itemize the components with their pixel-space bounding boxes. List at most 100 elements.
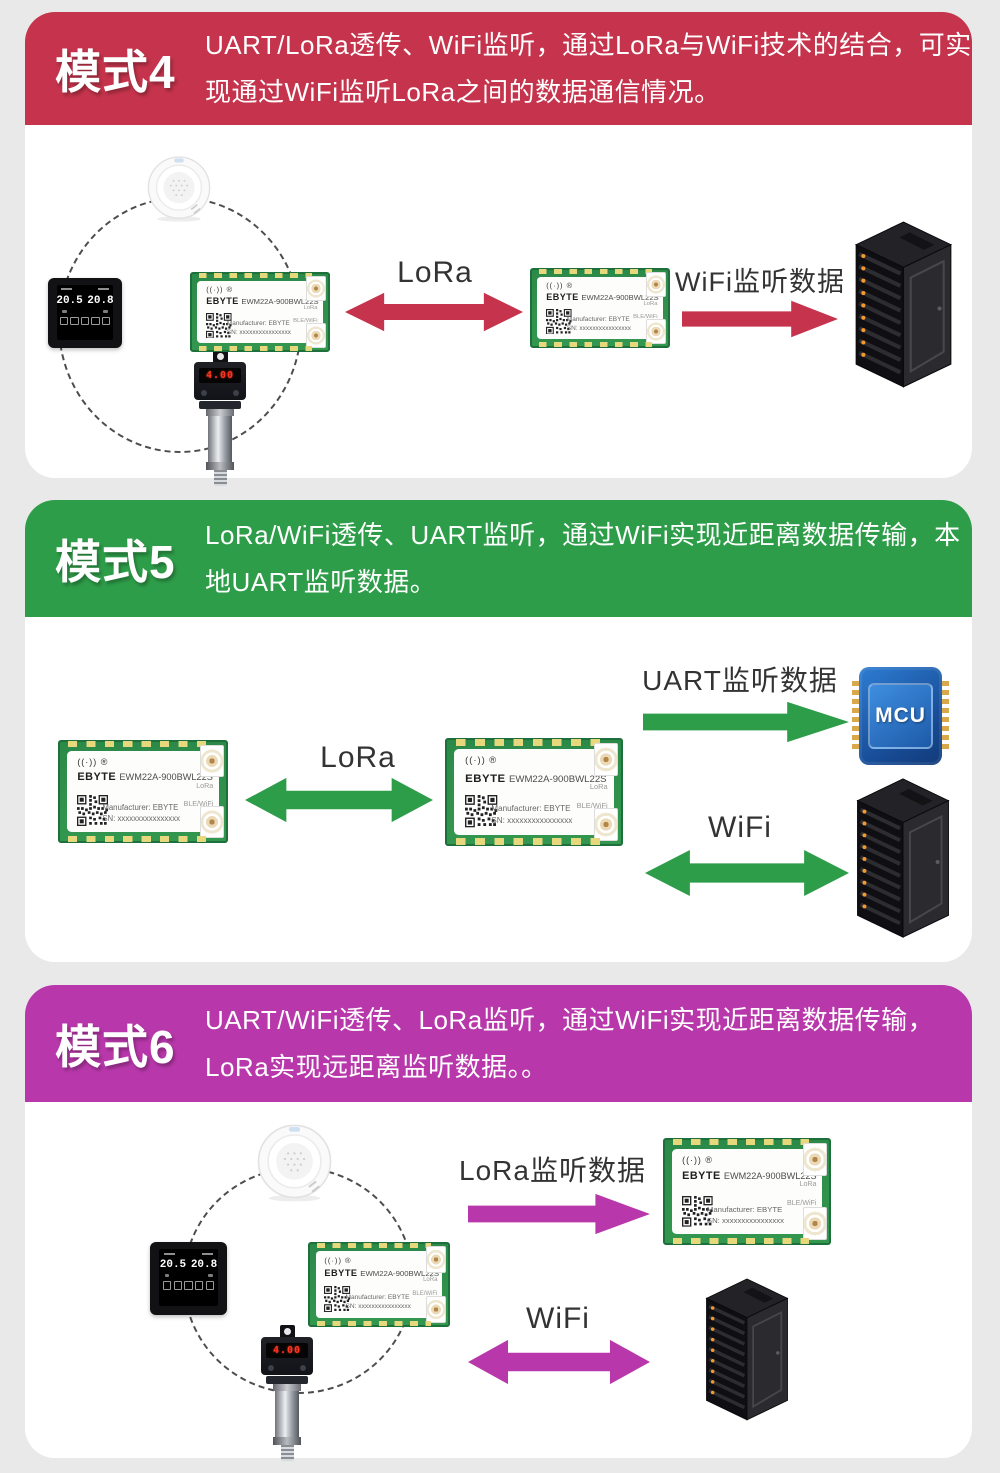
lora-module-4: ((·)) ® EBYTE EWM22A-900BWL22S Manufactu… [445,738,623,846]
thermostat-icon-row [159,1271,218,1278]
mode5-description: LoRa/WiFi透传、UART监听，通过WiFi实现近距离数据传输，本地UAR… [205,519,961,597]
thermostat: 20.5 20.8 [48,278,122,348]
manufacturer-text: Manufacturer: EBYTE [345,1293,410,1301]
lora-module-5: ((·)) ® EBYTE EWM22A-900BWL22S Manufactu… [308,1242,450,1327]
lora-link-label: LoRa [320,741,396,774]
manufacturer-text: Manufacturer: EBYTE [491,804,571,814]
ufl-connector-icon [199,806,224,839]
antenna-logo-icon: ((·)) ® [324,1255,352,1265]
manufacturer-text: Manufacturer: EBYTE [102,803,179,813]
manufacturer-text: Manufacturer: EBYTE [226,319,290,327]
temp-left: 20.5 [56,294,83,307]
module-info: Manufacturer: EBYTE SN: xxxxxxxxxxxxxxxx [102,802,180,825]
module-info: Manufacturer: EBYTE SN: xxxxxxxxxxxxxxxx [227,319,291,338]
module-title-row: EBYTE EWM22A-900BWL22S [206,296,318,307]
ufl-connector-icon [646,318,666,344]
server-rack [703,1277,791,1427]
mode5-banner: 模式5 LoRa/WiFi透传、UART监听，通过WiFi实现近距离数据传输，本… [25,500,972,617]
mode4-diagram: 20.5 20.8 4.00 ((·)) ® EBYTE EWM22A-900B… [25,125,972,486]
mcu-label: MCU [875,704,926,727]
antenna-logo-icon: ((·)) ® [682,1155,713,1166]
lora-arrow [468,1193,650,1235]
module-info: Manufacturer: EBYTE SN: xxxxxxxxxxxxxxxx [491,803,572,827]
antenna-logo-icon: ((·)) ® [77,756,109,767]
section-mode6: 模式6 UART/WiFi透传、LoRa监听，通过WiFi实现近距离数据传输，L… [25,985,972,1461]
ufl-connector-icon [646,272,666,298]
mcu-die [867,682,934,750]
pressure-sensor: 4.00 [259,1325,315,1461]
mode5-title: 模式5 [55,535,176,588]
lora-antenna-label: LoRa [423,1276,438,1283]
temp-right: 20.8 [190,1259,218,1272]
lora-antenna-label: LoRa [643,300,658,307]
model-text: EWM22A-900BWL22S [119,772,213,783]
thermostat-temps: 20.5 20.8 [159,1259,218,1271]
thermostat-status-row [57,285,113,291]
module-title-row: EBYTE EWM22A-900BWL22S [546,292,658,303]
module-info: Manufacturer: EBYTE SN: xxxxxxxxxxxxxxxx [707,1204,784,1226]
uart-arrow [643,701,849,743]
lora-module-6: ((·)) ® EBYTE EWM22A-900BWL22S Manufactu… [663,1138,831,1245]
ufl-connector-icon [426,1296,446,1323]
sn-text: SN: xxxxxxxxxxxxxxxx [345,1303,411,1311]
ufl-connector-icon [306,276,326,302]
lora-antenna-label: LoRa [303,304,318,311]
wifi-monitor-label: WiFi监听数据 [675,267,845,297]
blewifi-antenna-label: BLE/WiFi [183,799,214,808]
sn-text: SN: xxxxxxxxxxxxxxxx [491,816,573,826]
ufl-connector-icon [803,1207,827,1240]
lora-antenna-label: LoRa [589,781,608,791]
sn-text: SN: xxxxxxxxxxxxxxxx [706,1215,784,1225]
pressure-sensor: 4.00 [192,350,248,486]
module-label: ((·)) ® EBYTE EWM22A-900BWL22S Manufactu… [315,1251,443,1318]
mode4-banner: 模式4 UART/LoRa透传、WiFi监听，通过LoRa与WiFi技术的结合，… [25,12,972,125]
module-info: Manufacturer: EBYTE SN: xxxxxxxxxxxxxxxx [346,1293,411,1312]
module-info: Manufacturer: EBYTE SN: xxxxxxxxxxxxxxxx [567,315,631,334]
sn-text: SN: xxxxxxxxxxxxxxxx [102,814,181,824]
lora-antenna-label: LoRa [799,1181,817,1189]
blewifi-antenna-label: BLE/WiFi [633,314,658,321]
mode4-description: UART/LoRa透传、WiFi监听，通过LoRa与WiFi技术的结合，可实现通… [205,29,972,107]
brand-text: EBYTE [77,771,117,784]
module-title-row: EBYTE EWM22A-900BWL22S [324,1268,439,1279]
module-title-row: EBYTE EWM22A-900BWL22S [77,771,213,783]
antenna-logo-icon: ((·)) ® [465,755,498,766]
wifi-link-label: WiFi [526,1302,590,1335]
uart-monitor-label: UART监听数据 [642,665,838,696]
lora-double-arrow [245,777,433,823]
model-text: EWM22A-900BWL22S [581,293,659,303]
sensor-lug [279,1325,295,1339]
brand-text: EBYTE [465,772,506,785]
brand-text: EBYTE [546,292,579,303]
sensor-head: 4.00 [194,362,246,400]
brand-text: EBYTE [682,1170,721,1183]
wifi-link-label: WiFi [708,811,772,844]
mcu-chip: MCU [852,667,949,765]
temp-left: 20.5 [159,1259,187,1272]
temp-right: 20.8 [87,294,114,307]
mode6-title: 模式6 [55,1020,176,1073]
server-rack [852,220,955,395]
module-title-row: EBYTE EWM22A-900BWL22S [465,771,606,785]
thermostat-status-row [159,1249,218,1255]
model-text: EWM22A-900BWL22S [360,1268,440,1278]
module-title-row: EBYTE EWM22A-900BWL22S [682,1170,816,1182]
model-text: EWM22A-900BWL22S [508,773,607,785]
blewifi-antenna-label: BLE/WiFi [576,800,608,810]
thermostat-buttons [159,1281,218,1290]
lora-antenna-label: LoRa [196,781,214,790]
mode6-diagram: 20.5 20.8 4.00 ((·)) ® EBYTE EWM22A-900B… [25,1102,972,1461]
ufl-connector-icon [306,322,326,348]
thermostat-icon-row [57,307,113,313]
smoke-detector [145,155,213,223]
lora-module-3: ((·)) ® EBYTE EWM22A-900BWL22S Manufactu… [58,740,228,843]
manufacturer-text: Manufacturer: EBYTE [566,315,630,323]
wifi-arrow [682,300,838,338]
sensor-head: 4.00 [261,1337,313,1375]
sensor-lug [212,350,228,364]
thermostat-buttons [57,316,113,325]
module-label: ((·)) ® EBYTE EWM22A-900BWL22S Manufactu… [197,280,323,344]
blewifi-antenna-label: BLE/WiFi [787,1199,817,1207]
ufl-connector-icon [593,743,619,777]
brand-text: EBYTE [206,296,239,307]
